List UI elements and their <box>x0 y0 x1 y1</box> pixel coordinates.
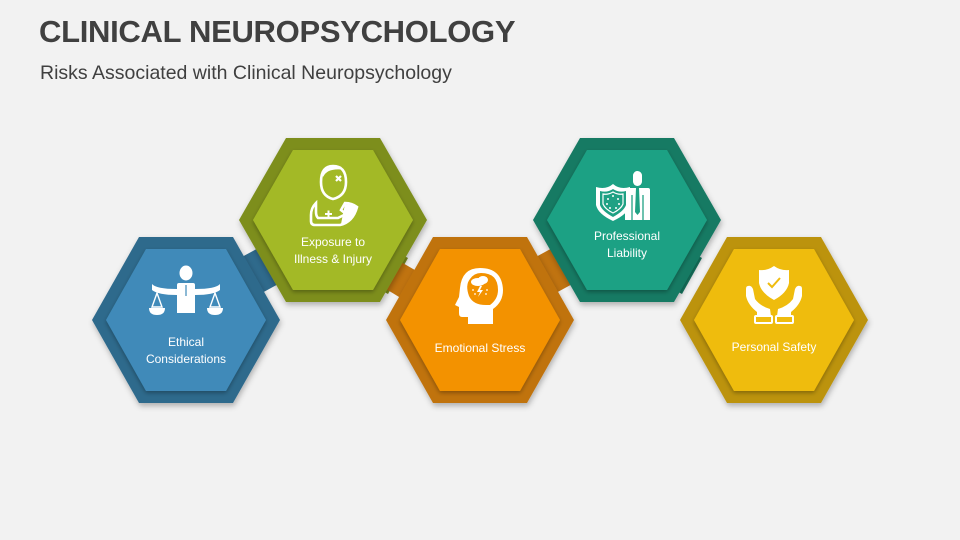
stressed-head-icon <box>455 268 503 324</box>
page-title: CLINICAL NEUROPSYCHOLOGY <box>39 14 516 49</box>
label-line: Considerations <box>145 352 227 366</box>
hexagon-professional-liability[interactable] <box>533 138 721 302</box>
connector-3-4 <box>534 246 576 294</box>
hexagon-exposure-illness-injury[interactable] <box>239 138 427 302</box>
label-line: Exposure to <box>300 235 366 249</box>
hands-shield-icon <box>746 266 802 324</box>
connector-1-2 <box>240 246 282 294</box>
shield-businessman-icon <box>596 171 650 221</box>
label-line: Liability <box>606 246 648 260</box>
balance-scale-person-icon <box>149 265 223 315</box>
label-line: Ethical <box>167 335 205 349</box>
label-line: Professional <box>593 229 661 243</box>
injured-person-icon <box>309 164 359 227</box>
label-emotional-stress: Emotional Stress <box>410 340 550 357</box>
label-line: Emotional Stress <box>434 341 526 355</box>
label-personal-safety: Personal Safety <box>704 339 844 356</box>
label-professional-liability: Professional Liability <box>557 228 697 262</box>
label-line: Illness & Injury <box>293 252 373 266</box>
label-line: Personal Safety <box>731 340 817 354</box>
hexagon-ethical-considerations[interactable] <box>92 237 280 403</box>
label-ethical-considerations: Ethical Considerations <box>116 334 256 368</box>
hexagon-emotional-stress[interactable] <box>386 237 574 403</box>
page-subtitle: Risks Associated with Clinical Neuropsyc… <box>40 62 452 84</box>
hexagon-personal-safety[interactable] <box>680 237 868 403</box>
label-exposure-illness-injury: Exposure to Illness & Injury <box>263 234 403 268</box>
